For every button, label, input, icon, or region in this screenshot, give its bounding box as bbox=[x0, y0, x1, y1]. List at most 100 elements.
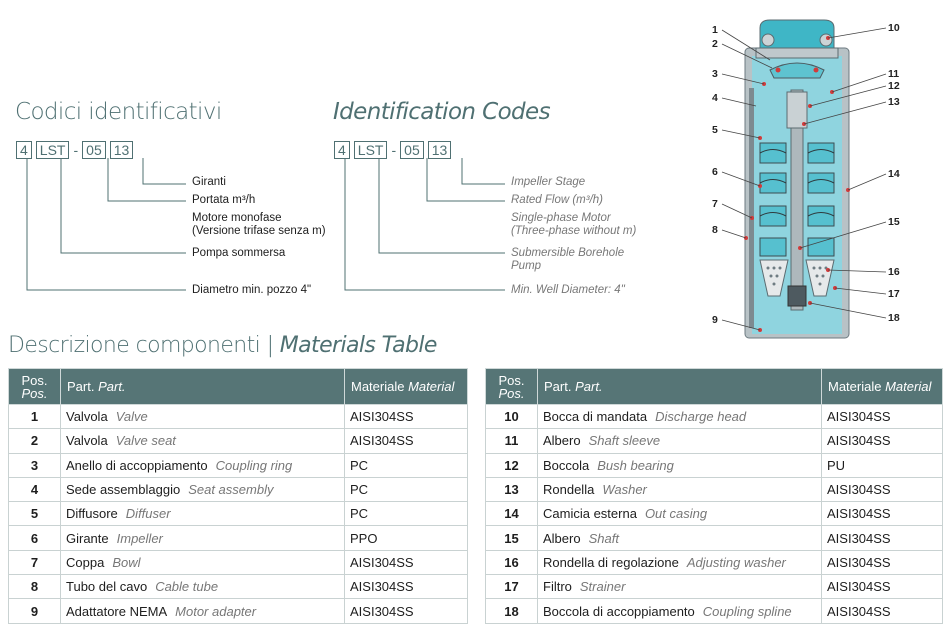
callout-18: 18 bbox=[888, 312, 900, 324]
cell-material: PPO bbox=[344, 525, 468, 551]
label-diametro: Diametro min. pozzo 4" bbox=[192, 284, 312, 296]
cell-pos: 4 bbox=[8, 476, 61, 503]
part-name-en: Shaft bbox=[588, 530, 619, 546]
callout-3: 3 bbox=[712, 68, 718, 80]
code-box-type: LST bbox=[35, 141, 70, 159]
cell-pos: 14 bbox=[485, 501, 538, 527]
part-name-it: Adattatore NEMA bbox=[66, 603, 168, 619]
code-box-stages: 13 bbox=[109, 141, 134, 159]
part-name-en: Bush bearing bbox=[597, 457, 674, 473]
callout-17: 17 bbox=[888, 288, 900, 300]
part-name-it: Bocca di mandata bbox=[543, 409, 648, 425]
part-name-it: Filtro bbox=[543, 579, 572, 595]
materials-table-left: Pos.Pos. Part. Part. Materiale Material … bbox=[8, 368, 468, 624]
callout-4: 4 bbox=[712, 92, 718, 104]
materials-table-right: Pos.Pos. Part. Part. Materiale Material … bbox=[485, 368, 943, 624]
header-part: Part. Part. bbox=[60, 368, 345, 405]
cell-material: AISI304SS bbox=[344, 403, 468, 430]
header-part: Part. Part. bbox=[537, 368, 822, 405]
part-name-en: Cable tube bbox=[155, 579, 219, 595]
callout-11: 11 bbox=[888, 68, 899, 80]
part-name-en: Diffuser bbox=[125, 506, 171, 522]
part-name-it: Boccola di accoppiamento bbox=[543, 603, 695, 619]
table-row: 10 Bocca di mandata Discharge head AISI304S… bbox=[485, 403, 943, 430]
cell-pos: 10 bbox=[485, 403, 538, 430]
cell-pos: 16 bbox=[485, 549, 538, 576]
part-name-it: Valvola bbox=[66, 409, 108, 425]
label-three-phase: (Three-phase without m) bbox=[511, 225, 637, 237]
table-header-row: Pos.Pos. Part. Part. Materiale Material bbox=[8, 368, 468, 405]
cell-part: Bocca di mandata Discharge head bbox=[537, 403, 822, 430]
callout-7: 7 bbox=[712, 198, 718, 210]
callout-5: 5 bbox=[712, 124, 718, 136]
code-box-diameter: 4 bbox=[16, 141, 32, 159]
callout-14: 14 bbox=[888, 168, 900, 180]
cell-material: AISI304SS bbox=[821, 598, 943, 624]
label-motore-note: (Versione trifase senza m) bbox=[192, 225, 326, 237]
codes-title-it: Codici identificativi bbox=[15, 99, 222, 125]
cell-pos: 8 bbox=[8, 574, 61, 600]
code-box-stages-en: 13 bbox=[427, 141, 452, 159]
part-name-it: Rondella bbox=[543, 482, 595, 498]
cell-pos: 15 bbox=[485, 525, 538, 551]
part-name-en: Washer bbox=[602, 482, 647, 498]
cell-material: AISI304SS bbox=[821, 574, 943, 600]
part-name-it: Albero bbox=[543, 530, 581, 546]
code-leader-lines bbox=[26, 158, 505, 291]
header-pos: Pos.Pos. bbox=[485, 368, 538, 405]
label-well-diameter: Min. Well Diameter: 4" bbox=[511, 284, 625, 296]
callout-10: 10 bbox=[888, 22, 900, 34]
callout-6: 6 bbox=[712, 166, 718, 178]
callout-8: 8 bbox=[712, 224, 718, 236]
label-submersible: Submersible Borehole bbox=[511, 247, 625, 259]
part-name-en: Adjusting washer bbox=[686, 554, 786, 570]
callout-2: 2 bbox=[712, 38, 718, 50]
part-name-it: Rondella di regolazione bbox=[543, 554, 679, 570]
callout-15: 15 bbox=[888, 216, 900, 228]
cell-material: AISI304SS bbox=[821, 476, 943, 503]
cell-part: Albero Shaft bbox=[537, 525, 822, 551]
section-title-it: Descrizione componenti bbox=[8, 333, 261, 358]
callout-16: 16 bbox=[888, 266, 900, 278]
part-name-it: Anello di accoppiamento bbox=[66, 457, 208, 473]
cell-pos: 3 bbox=[8, 452, 61, 478]
code-boxes-en: 4 LST - 05 13 bbox=[334, 141, 455, 159]
codes-title-en: Identification Codes bbox=[333, 99, 551, 125]
cell-pos: 11 bbox=[485, 428, 538, 454]
section-separator: | bbox=[266, 333, 274, 358]
table-header-row: Pos.Pos. Part. Part. Materiale Material bbox=[485, 368, 943, 405]
cell-part: Rondella Washer bbox=[537, 476, 822, 503]
part-name-it: Camicia esterna bbox=[543, 506, 637, 522]
part-name-en: Bowl bbox=[112, 554, 141, 570]
cell-pos: 6 bbox=[8, 525, 61, 551]
cell-part: Rondella di regolazione Adjusting washer bbox=[537, 549, 822, 576]
cell-pos: 7 bbox=[8, 549, 61, 576]
part-name-en: Discharge head bbox=[655, 409, 747, 425]
cell-material: AISI304SS bbox=[344, 428, 468, 454]
label-single-phase: Single-phase Motor bbox=[511, 212, 611, 224]
label-portata: Portata m³/h bbox=[192, 194, 256, 206]
part-name-it: Albero bbox=[543, 433, 581, 449]
cell-material: AISI304SS bbox=[821, 403, 943, 430]
cell-pos: 2 bbox=[8, 428, 61, 454]
